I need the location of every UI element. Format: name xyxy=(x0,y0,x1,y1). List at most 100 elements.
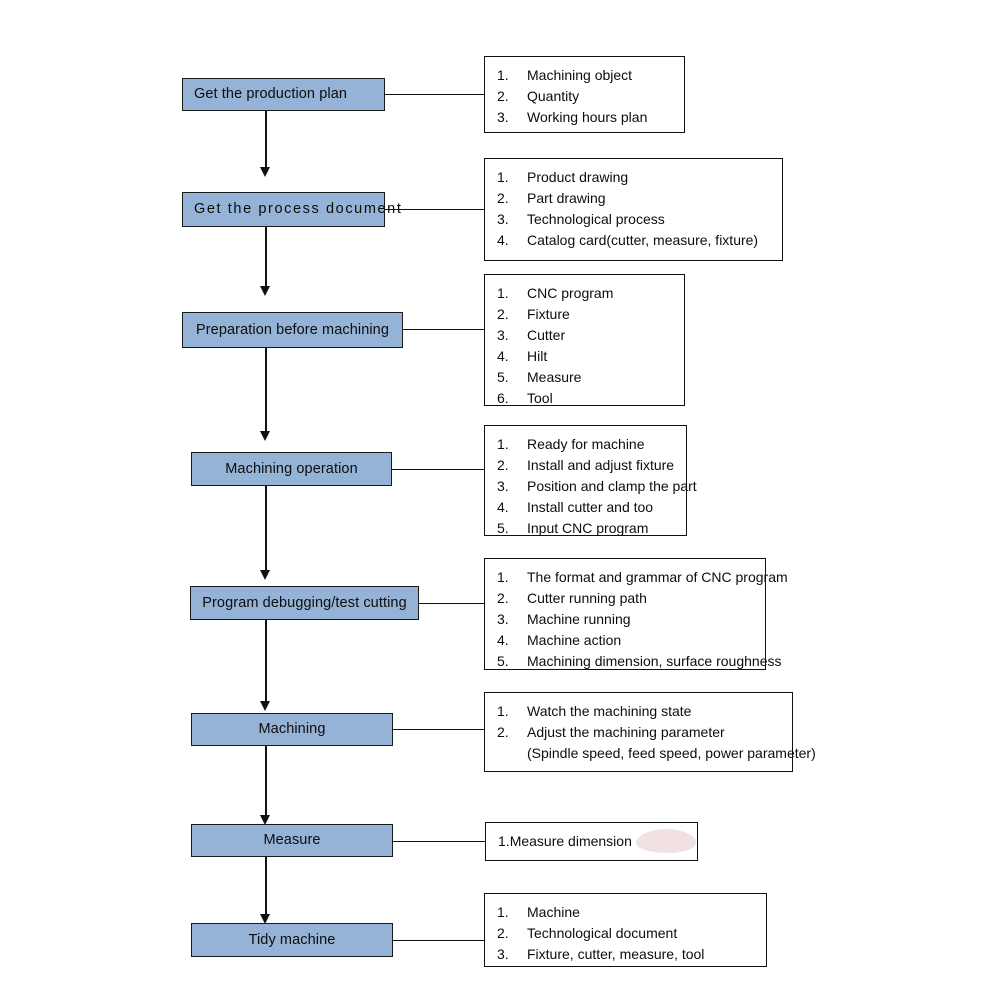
list-item: 1. Watch the machining state xyxy=(497,701,782,722)
list-item-text: The format and grammar of CNC program xyxy=(527,569,788,585)
connector-arrow-6 xyxy=(260,815,270,825)
process-box-program-debugging[interactable]: Program debugging/test cutting xyxy=(190,586,419,620)
list-item-text: Input CNC program xyxy=(527,520,649,536)
list-item-text: Fixture, cutter, measure, tool xyxy=(527,946,705,962)
list-item-text: Adjust the machining parameter xyxy=(527,724,725,740)
detail-link-2 xyxy=(385,209,485,211)
connector-arrow-2 xyxy=(260,286,270,296)
list-item-text: Machine running xyxy=(527,611,631,627)
list-item: 1. The format and grammar of CNC program xyxy=(497,567,788,588)
list-item-text: Install cutter and too xyxy=(527,499,654,515)
list-item-number: 3. xyxy=(497,478,509,494)
detail-box-program-debugging: 1. The format and grammar of CNC program… xyxy=(484,558,788,672)
list-item-number: 4. xyxy=(497,232,509,248)
connector-arrow-7 xyxy=(260,914,270,924)
process-box-label: Get the process document xyxy=(194,201,403,218)
list-item: 5. Input CNC program xyxy=(497,518,676,539)
list-item-text: CNC program xyxy=(527,285,614,301)
list-item: 1. Machining object xyxy=(497,65,674,86)
detail-list: 1. Measure dimension xyxy=(498,831,687,852)
list-item: 1. Product drawing xyxy=(497,167,772,188)
list-item: 2. Install and adjust fixture xyxy=(497,455,676,476)
list-item-number: 1. xyxy=(497,285,509,301)
list-item-number: 3. xyxy=(497,109,509,125)
list-item-text: Position and clamp the part xyxy=(527,478,697,494)
list-item-number: 2. xyxy=(497,724,509,740)
list-item: 3. Position and clamp the part xyxy=(497,476,697,497)
list-item-text: Hilt xyxy=(527,348,548,364)
detail-box-tidy-machine: 1. Machine 2. Technological document 3. … xyxy=(484,893,767,967)
connector-line-4 xyxy=(265,486,267,571)
list-item: 2. Adjust the machining parameter xyxy=(497,722,782,743)
list-item-text: Product drawing xyxy=(527,169,629,185)
process-box-preparation-before-machining[interactable]: Preparation before machining xyxy=(182,312,403,348)
list-item-text: Technological process xyxy=(527,211,665,227)
list-item-text: Machining dimension, surface roughness xyxy=(527,653,782,669)
list-item-number: 5. xyxy=(497,369,509,385)
list-item-number: 3. xyxy=(497,611,509,627)
list-item-number: 3. xyxy=(497,327,509,343)
detail-list: 1. Watch the machining state 2. Adjust t… xyxy=(497,701,816,764)
detail-link-7 xyxy=(393,841,486,843)
list-item-number: 5. xyxy=(497,520,509,536)
list-item: 4. Install cutter and too xyxy=(497,497,676,518)
detail-link-6 xyxy=(393,729,485,731)
process-box-machining[interactable]: Machining xyxy=(191,713,393,746)
list-item: 2. Quantity xyxy=(497,86,674,107)
list-item-text: Catalog card(cutter, measure, fixture) xyxy=(527,232,759,248)
process-box-get-production-plan[interactable]: Get the production plan xyxy=(182,78,385,111)
list-item-number: 2. xyxy=(497,590,509,606)
detail-box-machining-operation: 1. Ready for machine 2. Install and adju… xyxy=(484,425,697,539)
list-item-number: 1. xyxy=(498,833,510,849)
connector-line-6 xyxy=(265,746,267,816)
process-box-measure[interactable]: Measure xyxy=(191,824,393,857)
list-item-number: 4. xyxy=(497,632,509,648)
process-box-get-process-document[interactable]: Get the process document xyxy=(182,192,401,227)
list-item-number: 1. xyxy=(497,436,509,452)
list-item: 4. Hilt xyxy=(497,346,674,367)
list-item-number: 2. xyxy=(497,190,509,206)
connector-arrow-5 xyxy=(260,701,270,711)
list-item-text: Measure dimension xyxy=(509,833,632,849)
list-item: 2. Part drawing xyxy=(497,188,772,209)
process-box-tidy-machine[interactable]: Tidy machine xyxy=(191,923,393,957)
detail-link-8 xyxy=(393,940,485,942)
list-item-number: 3. xyxy=(497,211,509,227)
list-item: 3. Machine running xyxy=(497,609,755,630)
detail-link-3 xyxy=(403,329,485,331)
list-item-text: Machine xyxy=(527,904,580,920)
process-box-label: Measure xyxy=(263,832,321,849)
detail-list: 1. Machining object 2. Quantity 3. Worki… xyxy=(497,65,674,128)
list-item-text: Install and adjust fixture xyxy=(527,457,675,473)
detail-link-4 xyxy=(392,469,485,471)
list-item: 3. Cutter xyxy=(497,325,674,346)
detail-list: 1. The format and grammar of CNC program… xyxy=(497,567,788,672)
list-item: 3. Technological process xyxy=(497,209,772,230)
process-box-label: Preparation before machining xyxy=(195,321,390,338)
list-item-text: Quantity xyxy=(527,88,580,104)
list-item-text: Ready for machine xyxy=(527,436,645,452)
detail-link-5 xyxy=(419,603,485,605)
list-item-number: 2. xyxy=(497,306,509,322)
process-box-label: Tidy machine xyxy=(248,931,336,948)
list-item-text: Tool xyxy=(527,390,553,406)
list-item-text: Watch the machining state xyxy=(527,703,692,719)
list-item: 2. Cutter running path xyxy=(497,588,755,609)
list-item-text: Working hours plan xyxy=(527,109,648,125)
list-item: 5. Measure xyxy=(497,367,674,388)
connector-line-3 xyxy=(265,347,267,432)
list-item-number: 2. xyxy=(497,457,509,473)
detail-list: 1. Product drawing 2. Part drawing 3. Te… xyxy=(497,167,772,251)
detail-box-production-plan: 1. Machining object 2. Quantity 3. Worki… xyxy=(484,56,685,133)
detail-list: 1. Machine 2. Technological document 3. … xyxy=(497,902,756,965)
list-item-text: Measure xyxy=(527,369,582,385)
detail-list: 1. CNC program 2. Fixture 3. Cutter 4. H… xyxy=(497,283,674,409)
list-item-text: Machining object xyxy=(527,67,633,83)
list-item-text: Machine action xyxy=(527,632,622,648)
list-item-text: Part drawing xyxy=(527,190,606,206)
connector-line-5 xyxy=(265,620,267,702)
connector-line-2 xyxy=(265,227,267,287)
list-item-text: Technological document xyxy=(527,925,678,941)
process-box-machining-operation[interactable]: Machining operation xyxy=(191,452,392,486)
